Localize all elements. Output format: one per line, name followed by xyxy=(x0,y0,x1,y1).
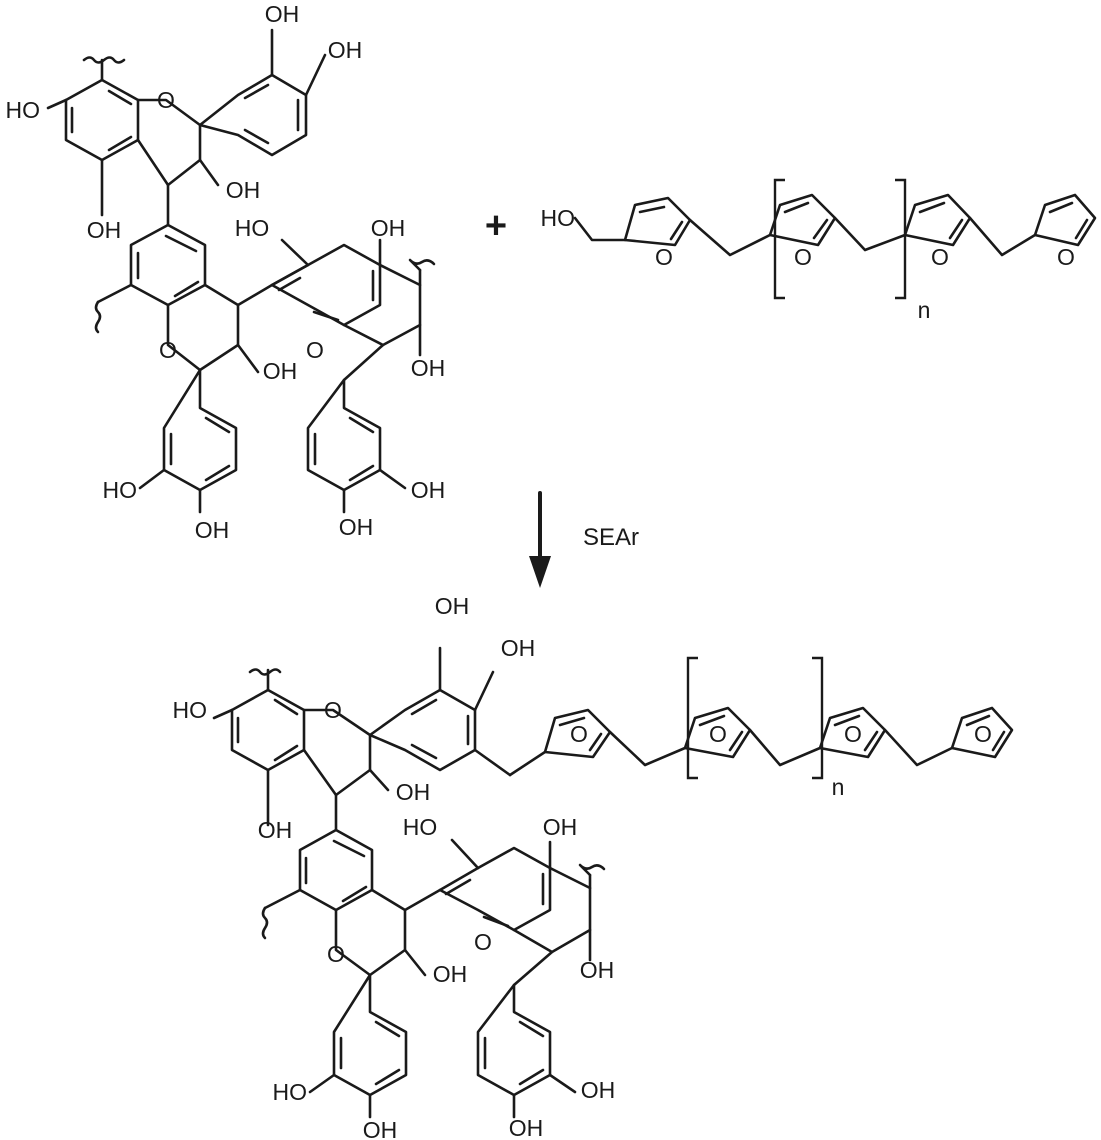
label-oh: OH xyxy=(339,514,374,540)
label-oh: OH xyxy=(328,37,363,63)
label-oh: OH xyxy=(411,477,446,503)
reactant-polyfurfuryl-alcohol xyxy=(573,178,1097,300)
label-oh: OH xyxy=(543,814,578,840)
label-ring-o: O xyxy=(474,929,492,955)
product-tannin-furan-copolymer xyxy=(212,646,1014,1119)
label-oh: OH xyxy=(258,817,293,843)
label-ring-o: O xyxy=(159,337,177,363)
label-ho: HO xyxy=(403,814,438,840)
label-ho: HO xyxy=(273,1079,308,1105)
label-oh: OH xyxy=(580,957,615,983)
label-ring-o: O xyxy=(974,721,992,747)
reaction-arrow xyxy=(529,491,551,588)
label-ring-o: O xyxy=(324,697,342,723)
label-repeat-n: n xyxy=(832,774,845,800)
reaction-condition-label: SEAr xyxy=(583,524,639,551)
label-ho: HO xyxy=(103,477,138,503)
plus-sign: + xyxy=(485,205,507,247)
label-ring-o: O xyxy=(157,87,175,113)
label-ring-o: O xyxy=(794,244,812,270)
label-oh: OH xyxy=(581,1077,616,1103)
label-ring-o: O xyxy=(1057,244,1075,270)
label-oh: OH xyxy=(263,358,298,384)
label-ring-o: O xyxy=(844,721,862,747)
label-ring-o: O xyxy=(931,244,949,270)
label-ring-o: O xyxy=(655,244,673,270)
label-ho: HO xyxy=(173,697,208,723)
label-ho: HO xyxy=(6,97,41,123)
reactant-tannin xyxy=(46,28,436,514)
label-ho: HO xyxy=(541,205,576,231)
label-oh: OH xyxy=(435,593,470,619)
label-repeat-n: n xyxy=(918,297,931,323)
label-oh: OH xyxy=(411,355,446,381)
label-oh: OH xyxy=(433,961,468,987)
label-ring-o: O xyxy=(709,721,727,747)
label-oh: OH xyxy=(501,635,536,661)
label-oh: OH xyxy=(371,215,406,241)
label-ring-o: O xyxy=(570,721,588,747)
label-oh: OH xyxy=(87,217,122,243)
label-oh: OH xyxy=(363,1117,398,1140)
label-ring-o: O xyxy=(306,337,324,363)
label-ho: HO xyxy=(235,215,270,241)
label-ring-o: O xyxy=(327,941,345,967)
label-oh: OH xyxy=(195,517,230,543)
label-oh: OH xyxy=(396,779,431,805)
label-oh: OH xyxy=(265,1,300,27)
label-oh: OH xyxy=(226,177,261,203)
label-oh: OH xyxy=(509,1115,544,1140)
